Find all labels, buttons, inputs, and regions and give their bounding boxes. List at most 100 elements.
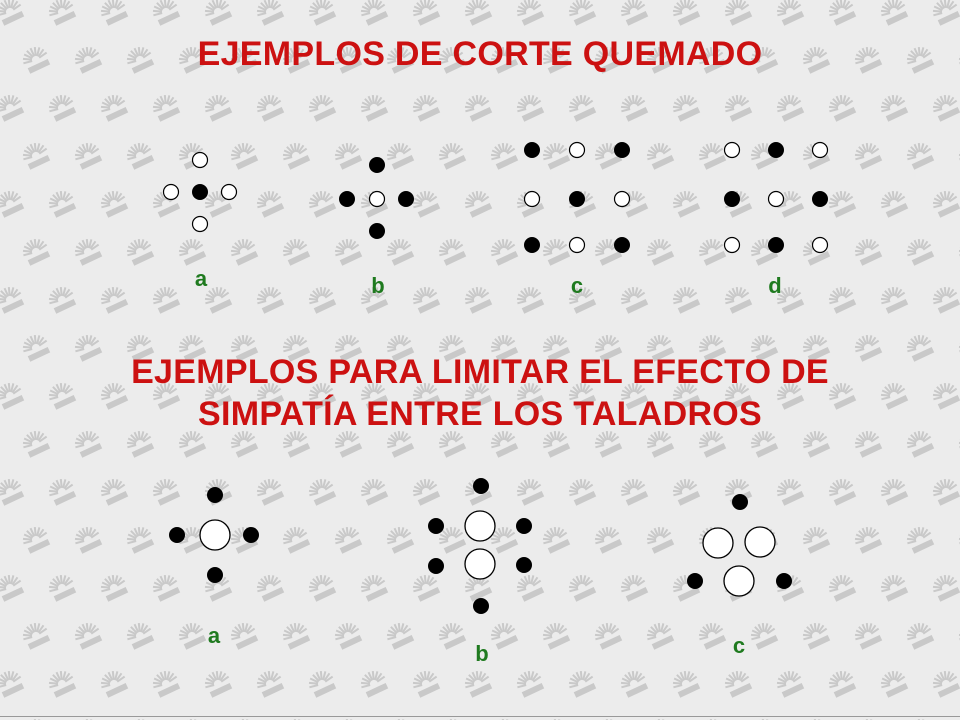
watermark-mark (750, 334, 779, 362)
watermark-mark (932, 670, 960, 698)
watermark-mark (828, 478, 857, 506)
watermark-mark (828, 0, 857, 26)
loaded-hole (776, 573, 792, 589)
loaded-hole (516, 518, 532, 534)
watermark-mark (204, 94, 233, 122)
watermark-mark (542, 334, 571, 362)
watermark-mark (776, 478, 805, 506)
watermark-mark (0, 286, 25, 314)
watermark-mark (282, 430, 311, 458)
watermark-mark (698, 430, 727, 458)
watermark-mark (0, 0, 25, 26)
watermark-mark (126, 622, 155, 650)
watermark-mark (568, 94, 597, 122)
pattern-1a (162, 151, 238, 233)
watermark-mark (256, 478, 285, 506)
watermark-mark (438, 142, 467, 170)
watermark-mark (516, 286, 545, 314)
watermark-mark (776, 670, 805, 698)
empty-hole (723, 141, 741, 159)
watermark-mark (880, 190, 909, 218)
watermark-mark (802, 46, 831, 74)
watermark-mark (256, 382, 285, 410)
watermark-mark (542, 622, 571, 650)
watermark-mark (438, 526, 467, 554)
watermark-mark (334, 526, 363, 554)
watermark-mark (880, 670, 909, 698)
watermark-mark (48, 670, 77, 698)
watermark-mark (360, 382, 389, 410)
watermark-mark (516, 0, 545, 26)
watermark-mark (490, 46, 519, 74)
watermark-mark (490, 334, 519, 362)
watermark-mark (646, 430, 675, 458)
watermark-mark (620, 286, 649, 314)
watermark-mark (776, 190, 805, 218)
watermark-mark (334, 334, 363, 362)
loaded-hole (243, 527, 259, 543)
loaded-hole (614, 237, 630, 253)
watermark-mark (438, 430, 467, 458)
watermark-mark (802, 334, 831, 362)
watermark-mark (22, 526, 51, 554)
watermark-mark (854, 526, 883, 554)
watermark-mark (412, 94, 441, 122)
loaded-hole (398, 191, 414, 207)
watermark-mark (490, 430, 519, 458)
watermark-mark (698, 334, 727, 362)
watermark-mark (464, 0, 493, 26)
watermark-mark (386, 430, 415, 458)
watermark-mark (256, 94, 285, 122)
watermark-mark (230, 46, 259, 74)
watermark-mark (802, 430, 831, 458)
watermark-mark (854, 46, 883, 74)
empty-hole (523, 190, 541, 208)
watermark-mark (152, 0, 181, 26)
watermark-mark (308, 0, 337, 26)
empty-hole (811, 236, 829, 254)
loaded-hole (768, 142, 784, 158)
watermark-mark (204, 286, 233, 314)
watermark-mark (776, 94, 805, 122)
watermark-mark (100, 574, 129, 602)
empty-hole (191, 215, 209, 233)
empty-hole (767, 190, 785, 208)
watermark-mark (880, 478, 909, 506)
watermark-mark (334, 622, 363, 650)
watermark-mark (594, 238, 623, 266)
watermark-mark (646, 238, 675, 266)
watermark-mark (74, 526, 103, 554)
watermark-mark (152, 286, 181, 314)
watermark-mark (100, 478, 129, 506)
watermark-mark (568, 286, 597, 314)
watermark-mark (100, 0, 129, 26)
loaded-hole (473, 598, 489, 614)
title-simpatia-line1: EJEMPLOS PARA LIMITAR EL EFECTO DE (131, 353, 829, 391)
watermark-mark (438, 238, 467, 266)
watermark-mark (776, 0, 805, 26)
watermark-mark (724, 94, 753, 122)
empty-hole (368, 190, 386, 208)
watermark-mark (620, 382, 649, 410)
watermark-mark (100, 94, 129, 122)
watermark-mark (360, 286, 389, 314)
watermark-mark (880, 94, 909, 122)
watermark-mark (906, 526, 935, 554)
watermark-mark (230, 430, 259, 458)
loaded-hole (724, 191, 740, 207)
watermark-mark (412, 190, 441, 218)
watermark-mark (100, 190, 129, 218)
watermark-mark (750, 622, 779, 650)
empty-hole (191, 151, 209, 169)
watermark-mark (672, 286, 701, 314)
watermark-mark (308, 286, 337, 314)
watermark-mark (542, 238, 571, 266)
watermark-mark (620, 478, 649, 506)
watermark-mark (126, 142, 155, 170)
label-1d: d (768, 273, 782, 298)
watermark-mark (204, 0, 233, 26)
watermark-mark (152, 382, 181, 410)
watermark-mark (360, 670, 389, 698)
watermark-mark (48, 574, 77, 602)
pattern-1d (723, 141, 829, 254)
